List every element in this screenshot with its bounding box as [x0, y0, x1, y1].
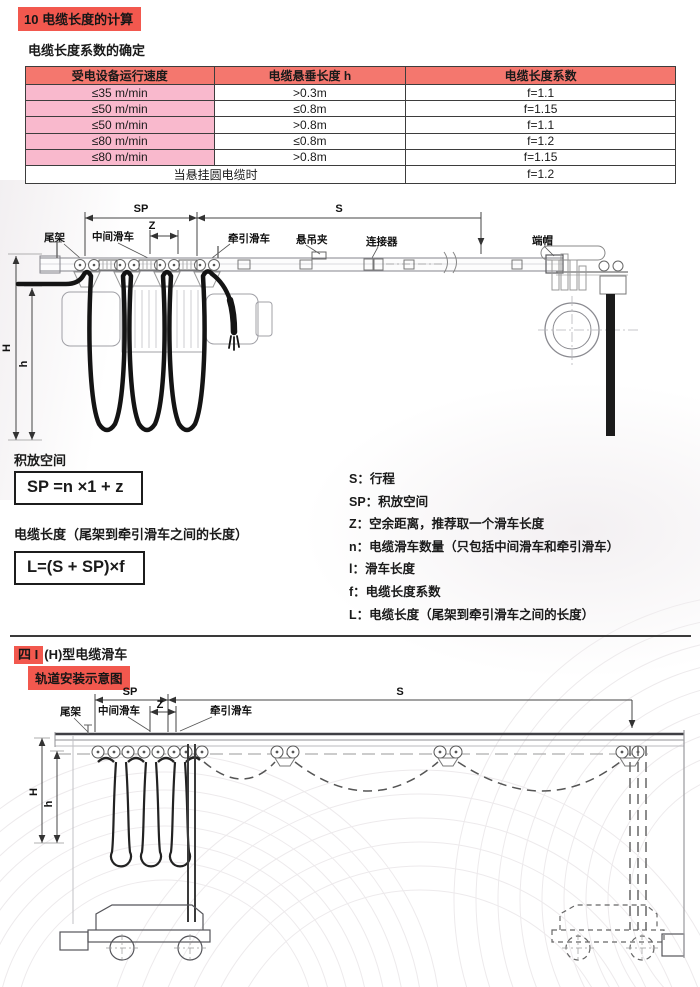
section2-badge: 四 I: [14, 646, 44, 664]
dim-s-label: S: [396, 686, 403, 698]
label-leaders: [63, 242, 555, 259]
col-header-sag: 电缆悬垂长度 h: [213, 66, 407, 85]
table-row: ≤50 m/min ≤0.8m f=1.15: [25, 100, 676, 118]
dimension-lines: [8, 212, 485, 441]
festoon-cable: [15, 269, 240, 433]
cable-length-factor-table: 受电设备运行速度 电缆悬垂长度 h 电缆长度系数 ≤35 m/min >0.3m…: [24, 66, 676, 184]
section2-subtitle: 轨道安装示意图: [28, 666, 130, 690]
festoon-system-diagram: SP S Z H h 尾架 中间滑车 牵引滑车 悬吊夹 连接器 端帽: [1, 203, 640, 441]
middle-trolley-label: 中间滑车: [92, 230, 134, 243]
label-leaders: [73, 716, 213, 733]
festoon-curves-dashed: [203, 761, 621, 792]
col-header-factor: 电缆长度系数: [405, 66, 676, 85]
dimension-lines: [34, 694, 636, 844]
vehicle-dashed: [551, 730, 685, 962]
legend-item: n：电缆滑车数量（只包括中间滑车和牵引滑车）: [349, 539, 620, 554]
dim-h-label: h: [43, 800, 55, 807]
section2-title: 四 I(H)型电缆滑车: [14, 644, 128, 664]
table-row: ≤35 m/min >0.3m f=1.1: [25, 83, 676, 102]
col-header-speed: 受电设备运行速度: [25, 66, 215, 85]
dim-s-label: S: [335, 203, 342, 215]
dim-h-label: h: [18, 360, 30, 367]
tail-frame-label: 尾架: [44, 231, 65, 244]
cable-length-label: 电缆长度（尾架到牵引滑车之间的长度）: [14, 527, 249, 542]
vehicle-solid: [59, 736, 211, 962]
storage-space-label: 积放空间: [14, 453, 67, 468]
legend-item: f：电缆长度系数: [349, 584, 441, 599]
hoist-end-view: [538, 245, 640, 436]
tow-trolley-label: 牵引滑车: [210, 704, 252, 717]
end-cap-label: 端帽: [532, 234, 553, 247]
section1-subtitle: 电缆长度系数的确定: [28, 43, 146, 58]
section1-title: 10 电缆长度的计算: [18, 7, 142, 31]
section2-title-rest: (H)型电缆滑车: [44, 647, 128, 662]
connector-label: 连接器: [366, 235, 398, 248]
dim-sp-label: SP: [123, 686, 138, 698]
section-divider: [10, 635, 691, 637]
symbol-legend: S：行程 SP：积放空间 Z：空余距离，推荐取一个滑车长度 n：电缆滑车数量（只…: [349, 468, 694, 626]
table-footer-row: 当悬挂圆电缆时 f=1.2: [24, 164, 676, 184]
middle-trolley-label: 中间滑车: [98, 704, 140, 717]
dim-z-label: Z: [149, 220, 156, 232]
dim-H-label: H: [28, 788, 40, 796]
storage-space-formula: SP =n ×1 + z: [14, 471, 144, 505]
trolleys: [91, 745, 645, 767]
trolleys: [73, 259, 221, 288]
legend-item: L：电缆长度（尾架到牵引滑车之间的长度）: [349, 607, 595, 622]
dim-H-label: H: [1, 344, 13, 352]
hoist-body: [61, 285, 273, 353]
cable-loops: [97, 744, 201, 922]
cable-length-formula: L=(S + SP)×f: [14, 551, 145, 585]
tow-trolley-label: 牵引滑车: [228, 232, 270, 245]
legend-item: Z：空余距离，推荐取一个滑车长度: [349, 517, 545, 532]
track-installation-diagram: SP S Z H h 尾架 中间滑车 牵引滑车: [28, 686, 685, 962]
legend-item: SP：积放空间: [349, 494, 429, 509]
table-header-row: 受电设备运行速度 电缆悬垂长度 h 电缆长度系数: [25, 66, 676, 85]
legend-item: S：行程: [349, 472, 395, 486]
hanger-clamp-label: 悬吊夹: [295, 233, 328, 246]
table-row: ≤80 m/min ≤0.8m f=1.2: [25, 132, 676, 150]
legend-item: l：滑车长度: [349, 562, 415, 577]
table-row: ≤50 m/min >0.8m f=1.1: [25, 116, 676, 134]
dim-sp-label: SP: [134, 203, 149, 215]
tail-frame-label: 尾架: [60, 705, 81, 718]
table-row: ≤80 m/min >0.8m f=1.15: [25, 148, 676, 166]
dim-z-label: Z: [157, 699, 164, 711]
